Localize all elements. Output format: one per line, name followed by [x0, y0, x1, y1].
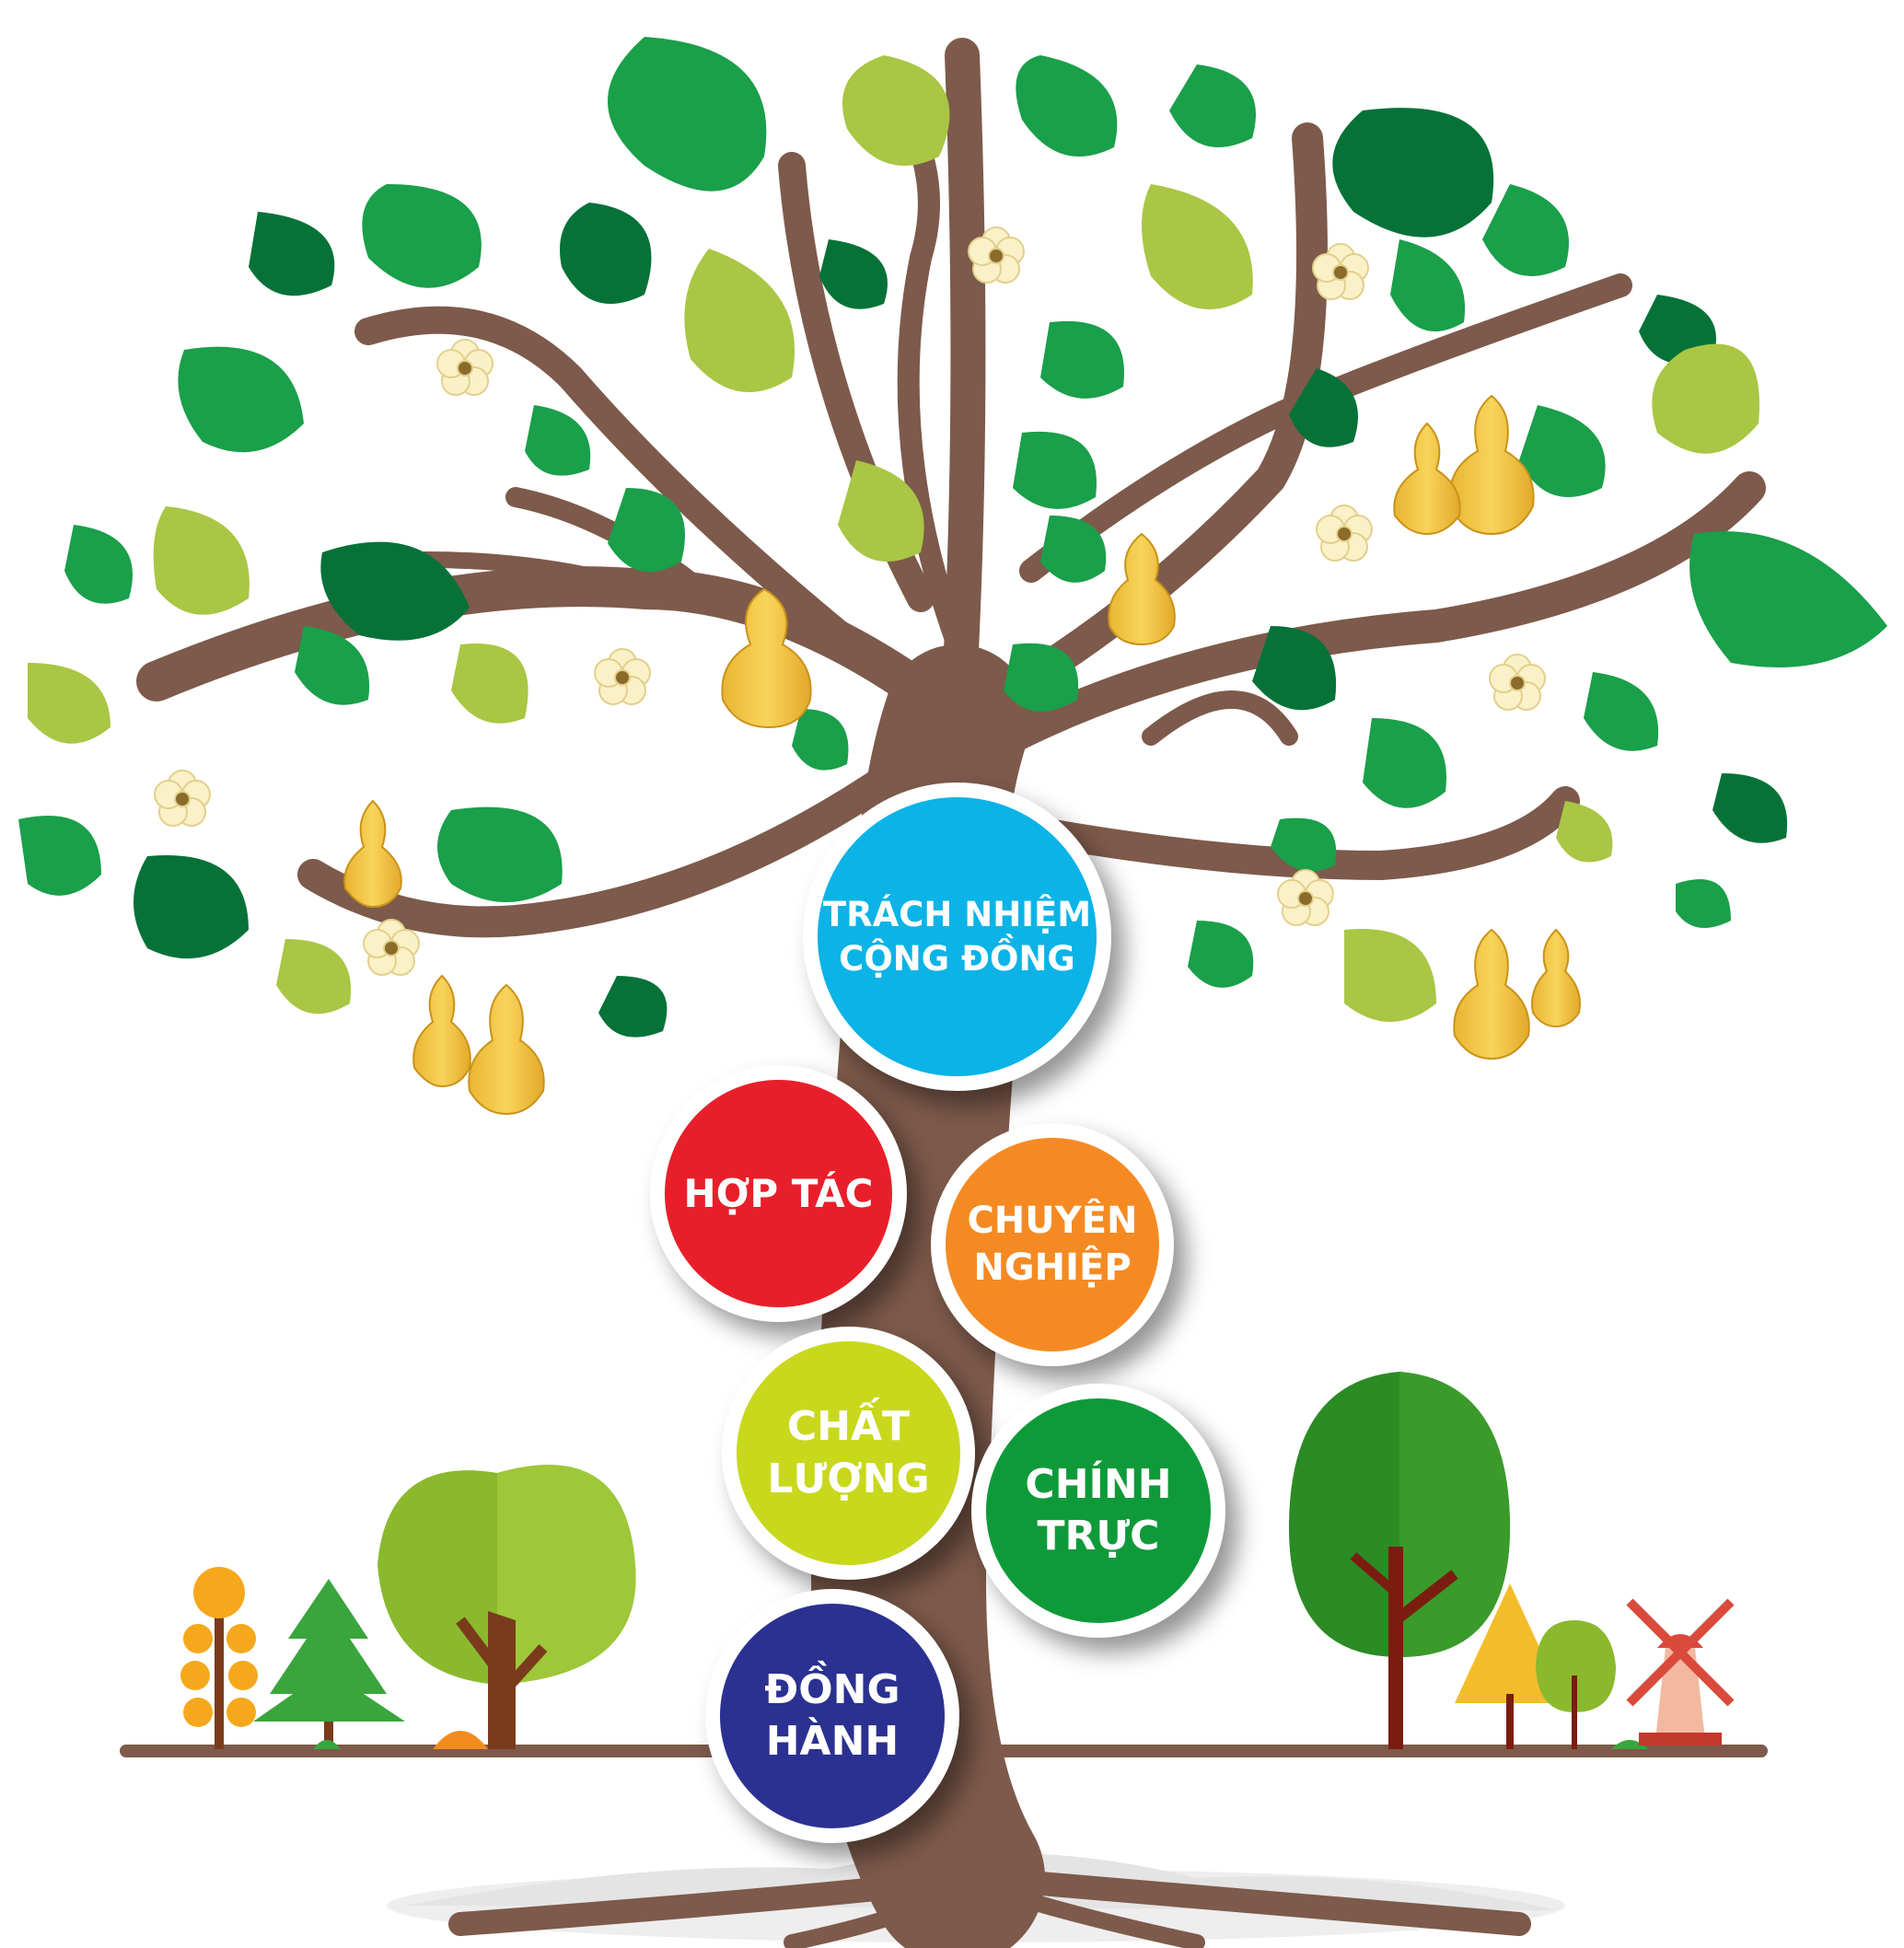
trees-right: [1289, 1372, 1735, 1749]
value-label: HỢP TÁC: [683, 1170, 874, 1216]
small-trees-left: [180, 1465, 636, 1749]
value-label: CHUYÊN NGHIỆP: [967, 1199, 1138, 1289]
value-circle-trach-nhiem-cong-dong: TRÁCH NHIỆM CỘNG ĐỒNG: [803, 783, 1111, 1091]
value-label: ĐỒNG HÀNH: [764, 1665, 900, 1765]
value-label: CHÍNH TRỰC: [1025, 1460, 1172, 1560]
value-circle-chat-luong: CHẤT LƯỢNG: [722, 1327, 975, 1580]
value-circle-chuyen-nghiep: CHUYÊN NGHIỆP: [931, 1123, 1174, 1366]
value-label: CHẤT LƯỢNG: [767, 1403, 930, 1502]
leaves: [18, 37, 1887, 1038]
gourds: [343, 394, 1581, 1116]
flowers: [154, 226, 1546, 976]
value-circle-hop-tac: HỢP TÁC: [650, 1065, 907, 1322]
value-circle-chinh-truc: CHÍNH TRỰC: [971, 1384, 1225, 1638]
value-label: TRÁCH NHIỆM CỘNG ĐỒNG: [822, 895, 1092, 979]
value-circle-dong-hanh: ĐỒNG HÀNH: [705, 1589, 959, 1843]
